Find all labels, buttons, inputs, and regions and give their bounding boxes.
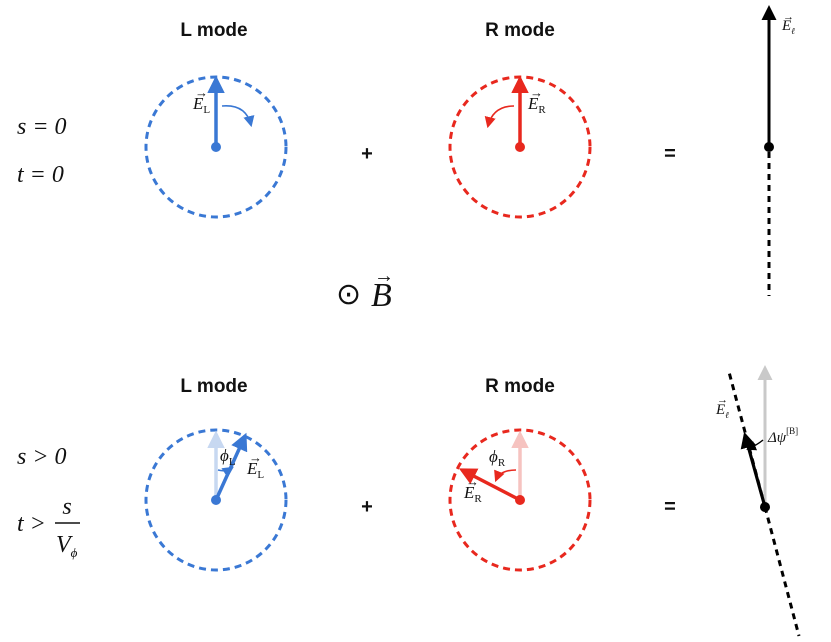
top-r-mode-header: R mode	[485, 20, 555, 41]
field-b-arrow-accent: →	[374, 265, 394, 287]
top-plus-sign: +	[361, 143, 373, 165]
bottom-r-mode-circle	[448, 428, 592, 572]
field-b-label: B	[371, 277, 392, 314]
bottom-l-mode-header: L mode	[180, 376, 247, 397]
top-l-rotation-arrow	[221, 105, 255, 128]
bottom-l-vector-arrow-accent: →	[249, 450, 262, 465]
top-condition-t: t = 0	[17, 162, 64, 188]
bottom-r-vector-label: ER	[463, 483, 482, 505]
bottom-resultant-axis-lower	[763, 506, 801, 637]
bottom-l-angle-arc	[217, 466, 234, 478]
bottom-condition-s: s > 0	[17, 444, 67, 470]
top-l-mode-header: L mode	[180, 20, 247, 41]
bottom-condition-t-denominator: Vϕ	[56, 532, 78, 560]
bottom-r-mode-vector	[458, 468, 521, 502]
bottom-plus-sign: +	[361, 496, 373, 518]
bottom-resultant-label: Eℓ	[715, 402, 729, 420]
field-out-of-page-symbol: ⊙	[336, 278, 361, 311]
top-l-vector-label: EL	[192, 94, 210, 116]
bottom-delta-psi-label: Δψ[B]	[767, 426, 798, 446]
bottom-resultant-arrow-accent: →	[717, 394, 728, 406]
bottom-condition-t-numerator: s	[62, 494, 71, 520]
bottom-panel: L mode R mode s > 0 t > s Vϕ ϕL EL → ϕR …	[17, 365, 801, 637]
top-equals-sign: =	[664, 143, 676, 165]
top-r-rotation-arrow	[484, 105, 515, 129]
top-condition-s: s = 0	[17, 114, 67, 140]
bottom-equals-sign: =	[664, 496, 676, 518]
bottom-rotation-angle-arrow	[746, 439, 764, 451]
top-l-mode-origin	[211, 142, 221, 152]
bottom-r-mode-origin	[515, 495, 525, 505]
bottom-r-vector-arrow-accent: →	[466, 474, 479, 489]
bottom-condition-t-lhs: t >	[17, 511, 46, 537]
top-r-vector-arrow-accent: →	[530, 85, 543, 100]
bottom-condition-t: t > s Vϕ	[17, 494, 80, 560]
bottom-r-mode-header: R mode	[485, 376, 555, 397]
bottom-l-mode-circle	[144, 428, 288, 572]
top-resultant-label: Eℓ	[781, 18, 795, 36]
bottom-l-vector-label: EL	[246, 459, 264, 481]
top-resultant-origin	[764, 142, 774, 152]
magnetic-field-indicator: ⊙ B →	[336, 265, 394, 314]
bottom-resultant-origin	[760, 502, 770, 512]
bottom-phi-r-label: ϕR	[489, 447, 506, 469]
top-l-vector-arrow-accent: →	[195, 85, 208, 100]
top-resultant-arrow-accent: →	[783, 11, 794, 23]
bottom-l-mode-origin	[211, 495, 221, 505]
top-r-vector-label: ER	[527, 94, 546, 116]
top-r-mode-origin	[515, 142, 525, 152]
top-panel: L mode R mode s = 0 t = 0 EL → ER → + = …	[17, 5, 795, 296]
bottom-phi-l-label: ϕL	[220, 446, 236, 468]
bottom-r-angle-arc	[494, 469, 517, 483]
